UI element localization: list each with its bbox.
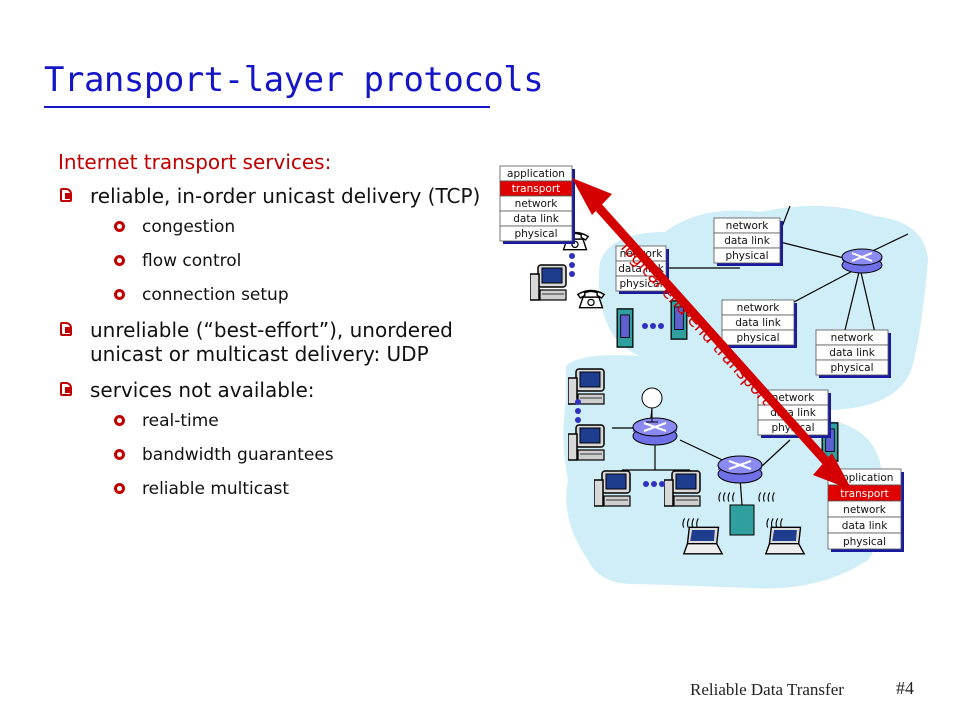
router-icon — [632, 417, 678, 446]
layer-box-physical — [815, 359, 889, 376]
slide-title: Transport-layer protocols — [44, 60, 544, 100]
protocol-stack-router-c: network data link physical — [721, 299, 797, 348]
bullet-text: reliable, in-order unicast delivery (TCP… — [90, 184, 481, 208]
sub-bullet-text: connection setup — [142, 285, 289, 305]
sub-bullet: reliable multicast — [90, 478, 488, 500]
protocol-stack-host-left: application transport network data link phys… — [499, 165, 575, 244]
sub-bullet: connection setup — [90, 284, 488, 306]
layer-label-network: network — [726, 220, 770, 232]
layer-box-physical — [827, 532, 902, 550]
sub-bullet-text: congestion — [142, 217, 236, 237]
sub-bullet-marker-icon — [114, 483, 125, 494]
logical-transport-arrow — [572, 178, 852, 490]
sub-bullet-list: real-time bandwidth guarantees reliable … — [90, 410, 488, 500]
bullet-text: services not available: — [90, 378, 315, 402]
sub-bullet-marker-icon — [114, 289, 125, 300]
intro-heading: Internet transport services: — [58, 150, 332, 174]
bullet-marker-icon — [60, 322, 72, 336]
router-icon — [841, 248, 883, 274]
layer-label-data-link: data link — [735, 317, 781, 329]
title-underline — [44, 106, 490, 108]
sub-bullet-list: congestion flow control connection setup — [90, 216, 488, 306]
protocol-stack-router-d: network data link physical — [815, 329, 891, 378]
footer-text: Reliable Data Transfer — [690, 680, 844, 699]
layer-label-data-link: data link — [513, 213, 559, 225]
satellite-dish-icon — [641, 387, 663, 423]
sub-bullet-marker-icon — [114, 415, 125, 426]
ellipsis-dots — [569, 253, 665, 487]
bullet-list: reliable, in-order unicast delivery (TCP… — [58, 184, 488, 500]
bullet-not-available: services not available: real-time bandwi… — [58, 378, 488, 500]
sub-bullet: bandwidth guarantees — [90, 444, 488, 466]
sub-bullet-marker-icon — [114, 221, 125, 232]
layer-label-network: network — [737, 302, 781, 314]
bullet-text: unreliable (“best-effort”), unordered un… — [90, 318, 453, 366]
sub-bullet: congestion — [90, 216, 488, 238]
base-station-icon — [729, 504, 755, 536]
bullet-marker-icon — [60, 382, 72, 396]
sub-bullet-marker-icon — [114, 449, 125, 460]
sub-bullet: real-time — [90, 410, 488, 432]
layer-label-physical: physical — [619, 278, 662, 290]
protocol-stack-host-right: application transport network data link phys… — [827, 468, 904, 552]
protocol-stack-router-b: network data link physical — [713, 217, 783, 266]
desktop-computer-icon — [530, 264, 567, 301]
layer-box-physical — [721, 329, 795, 346]
bullet-udp: unreliable (“best-effort”), unordered un… — [58, 318, 488, 366]
layer-label-transport: transport — [512, 183, 561, 195]
layer-label-network: network — [772, 392, 816, 404]
slide-content: Internet transport services: reliable, i… — [58, 150, 488, 512]
layer-label-physical: physical — [843, 536, 886, 548]
layer-label-physical: physical — [736, 332, 779, 344]
sub-bullet: flow control — [90, 250, 488, 272]
layer-box-physical — [499, 225, 573, 242]
sub-bullet-text: real-time — [142, 411, 219, 431]
layer-label-network: network — [831, 332, 875, 344]
layer-label-application: application — [836, 472, 894, 484]
layer-box-physical — [713, 247, 781, 264]
layer-label-application: application — [507, 168, 565, 180]
layer-label-data-link: data link — [842, 520, 888, 532]
layer-label-network: network — [843, 504, 887, 516]
layer-label-physical: physical — [830, 362, 873, 374]
layer-label-network: network — [515, 198, 559, 210]
slide-number: #4 — [896, 678, 914, 698]
sub-bullet-text: reliable multicast — [142, 479, 290, 499]
sub-bullet-marker-icon — [114, 255, 125, 266]
layer-label-physical: physical — [514, 228, 557, 240]
layer-label-data-link: data link — [829, 347, 875, 359]
laptop-icon — [765, 526, 805, 555]
bullet-marker-icon — [60, 188, 72, 202]
server-tower-icon — [616, 308, 634, 348]
bullet-tcp: reliable, in-order unicast delivery (TCP… — [58, 184, 488, 306]
layer-label-physical: physical — [725, 250, 768, 262]
sub-bullet-text: flow control — [142, 251, 242, 271]
laptop-icon — [683, 526, 723, 555]
router-icon — [717, 455, 763, 484]
layer-label-data-link: data link — [724, 235, 770, 247]
layer-label-transport: transport — [840, 488, 889, 500]
telephone-icon — [577, 289, 605, 309]
sub-bullet-text: bandwidth guarantees — [142, 445, 334, 465]
